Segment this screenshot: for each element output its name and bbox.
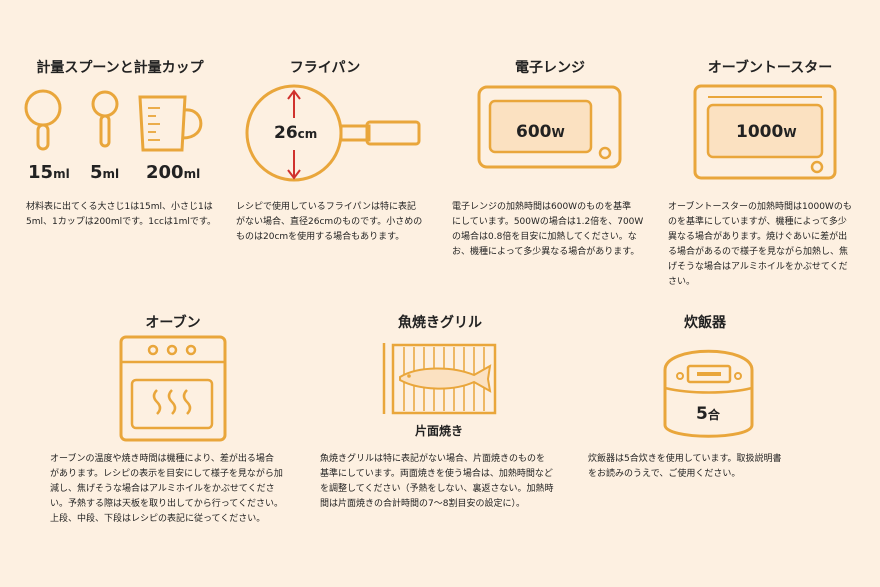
- oven-knob-icon: [166, 344, 178, 356]
- oven-title: オーブン: [145, 315, 201, 331]
- measuring-cup-icon: [138, 95, 187, 152]
- toaster-description: オーブントースターの加熱時間は1000Wのも のを基準にしていますが、機種によっ…: [668, 202, 852, 287]
- diameter-arrow-icon: [287, 89, 301, 180]
- toaster-watt-label: 1000W: [736, 122, 797, 142]
- fish-icon: [399, 364, 492, 393]
- microwave-description: 電子レンジの加熱時間は600Wのものを基準 にしています。500Wの場合は1.2…: [452, 202, 644, 257]
- oven-knob-icon: [147, 344, 159, 356]
- microwave-watt-label: 600W: [516, 122, 565, 142]
- oven-description: オーブンの温度や焼き時間は機種により、差が出る場合 があります。レシピの表示を目…: [50, 454, 284, 524]
- cup-label: 200ml: [146, 162, 201, 183]
- grill-title: 魚焼きグリル: [398, 315, 482, 331]
- oven-knob-icon: [185, 344, 197, 356]
- grill-description: 魚焼きグリルは特に表記がない場合、片面焼きのものを 基準にしています。両面焼きを…: [320, 454, 554, 509]
- tablespoon-label: 15ml: [28, 162, 70, 183]
- toaster-title: オーブントースター: [707, 60, 833, 76]
- cooker-cups-label: 5合: [696, 404, 720, 424]
- cooker-button-icon: [734, 372, 742, 380]
- grill-label: 片面焼き: [415, 424, 464, 438]
- cooker-title: 炊飯器: [684, 315, 726, 331]
- pan-size-label: 26cm: [274, 123, 318, 143]
- cooker-button-icon: [676, 372, 684, 380]
- measure-description: 材料表に出てくる大さじ1は15ml、小さじ1は 5ml、1カップは200mlです…: [26, 202, 216, 227]
- measure-title: 計量スプーンと計量カップ: [36, 60, 204, 76]
- timer-dial-icon: [810, 160, 824, 174]
- microwave-title: 電子レンジ: [515, 60, 585, 76]
- teaspoon-label: 5ml: [90, 162, 120, 183]
- pan-title: フライパン: [289, 60, 361, 76]
- heat-wave-icon: [152, 389, 192, 415]
- pan-description: レシピで使用しているフライパンは特に表記 がない場合、直径26cmのものです。小…: [236, 202, 423, 242]
- dial-icon: [598, 146, 612, 160]
- cooker-description: 炊飯器は5合炊きを使用しています。取扱説明書 をお読みのうえで、ご使用ください。: [588, 454, 782, 479]
